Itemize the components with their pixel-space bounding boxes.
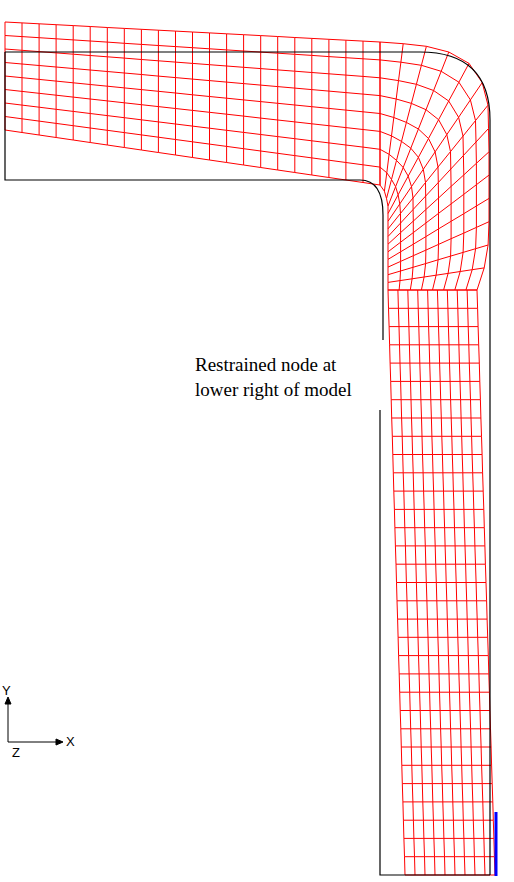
outline-lower [380, 410, 490, 875]
y-arrow [5, 697, 11, 704]
y-axis [8, 700, 9, 742]
mesh-line [398, 619, 488, 620]
mesh-line [380, 78, 464, 290]
mesh-line [389, 326, 478, 327]
mesh-line [390, 344, 479, 345]
mesh-line [391, 381, 480, 382]
mesh-line [395, 527, 484, 528]
mesh-line [380, 96, 451, 290]
mesh-line [391, 399, 480, 400]
mesh-line [394, 491, 483, 492]
mesh-line [403, 820, 493, 821]
deformed-mesh [5, 22, 495, 875]
mesh-line [5, 63, 380, 96]
mesh-line [399, 673, 489, 674]
outline-outer [5, 52, 490, 875]
mesh-line [388, 63, 469, 213]
mesh-line [404, 838, 494, 839]
mesh-line [5, 90, 380, 132]
mesh-line [5, 103, 380, 149]
mesh-line [388, 222, 489, 267]
axis-triad [5, 697, 63, 745]
mesh-line [400, 710, 490, 711]
outline-inner [5, 52, 383, 340]
mesh-line [403, 801, 493, 802]
mesh-line [400, 692, 490, 693]
mesh-line [401, 728, 491, 729]
mesh-line [398, 637, 488, 638]
mesh-line [387, 46, 427, 198]
mesh-line [394, 509, 483, 510]
mesh-line [388, 245, 488, 275]
mesh-line [5, 117, 380, 168]
mesh-line [397, 600, 487, 601]
mesh-line [396, 564, 485, 565]
mesh-line [5, 76, 380, 114]
mesh-line [388, 268, 484, 283]
mesh-line [380, 42, 489, 290]
mesh-line [395, 545, 485, 546]
mesh-line [5, 130, 380, 185]
axis-label: Z [12, 746, 20, 760]
mesh-line [5, 49, 380, 78]
axis-label: X [66, 735, 75, 749]
mesh-line [5, 36, 380, 60]
mesh-line [393, 454, 482, 455]
mesh-line [392, 436, 481, 437]
mesh-line [380, 42, 381, 185]
mesh-line [380, 42, 381, 185]
mesh-line [389, 308, 478, 309]
restrained-node [495, 812, 498, 876]
mesh-line [388, 129, 489, 237]
mesh-line [405, 856, 495, 857]
x-axis [8, 742, 60, 743]
mesh-line [388, 52, 449, 206]
mesh-line [388, 290, 477, 291]
mesh-line [401, 747, 491, 748]
mesh-line [388, 290, 477, 291]
mesh-line [399, 655, 489, 656]
mesh-line [388, 152, 489, 244]
mesh-line [392, 418, 481, 419]
x-arrow [56, 739, 63, 745]
mesh-line [402, 783, 492, 784]
mesh-line [397, 582, 487, 583]
mesh-line [380, 114, 439, 291]
annotation-note: Restrained node at lower right of model [195, 352, 380, 402]
undeformed-outline [5, 52, 490, 875]
mesh-line [402, 765, 492, 766]
mesh-line [393, 472, 482, 473]
axis-label: Y [2, 684, 11, 698]
mesh-line [388, 175, 489, 252]
mesh-line [390, 363, 479, 364]
